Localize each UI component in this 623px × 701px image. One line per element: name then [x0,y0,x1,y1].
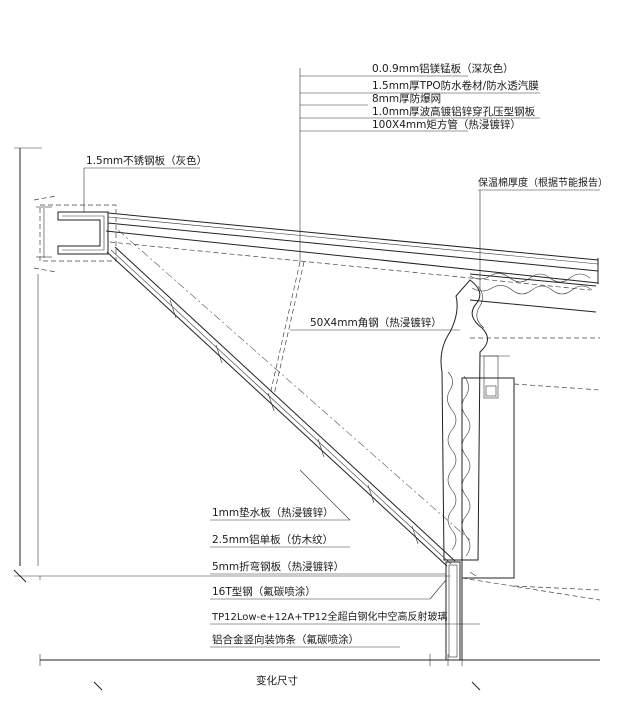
bent-steel-label: 5mm折弯钢板（热浸镀锌） [212,560,344,573]
dimension-label: 变化尺寸 [256,674,298,687]
t-steel-label: 16T型钢（氟碳喷涂） [212,585,316,598]
angle-steel-strut [269,261,305,396]
leader-lines [83,68,600,648]
glass-label: TP12Low-e+12A+TP12全超白钢化中空高反射玻璃 [211,610,448,623]
membrane-label: 1.5mm厚TPO防水卷材/防水透汽膜 [372,79,539,92]
roof-panel-label: 0.0.9mm铝镁锰板（深灰色） [372,62,514,75]
mesh-label: 8mm厚防爆网 [372,92,441,105]
roof-slab [105,212,599,291]
aluminum-panel-label: 2.5mm铝单板（仿木纹） [212,533,333,546]
angle-steel-label: 50X4mm角钢（热浸镀锌） [310,316,442,329]
gutter-label: 1.5mm不锈钢板（灰色） [86,154,207,167]
mullion-label: 铝合金竖向装饰条（氟碳喷涂） [212,633,359,646]
dimension-lines [13,147,600,691]
gutter-section [33,195,117,273]
diagonal-soffit [106,229,471,567]
backing-board-label: 1mm垫水板（热浸镀锌） [212,506,334,519]
perforated-deck-label: 1.0mm厚波高镀铝锌穿孔压型钢板 [372,105,536,118]
square-tube-label: 100X4mm矩方管（热浸镀锌） [372,118,521,131]
insulation-column [440,273,597,561]
wall-column [461,337,601,591]
insulation-label: 保温棉厚度（根据节能报告） [478,176,608,189]
glass-mullion [445,561,601,661]
